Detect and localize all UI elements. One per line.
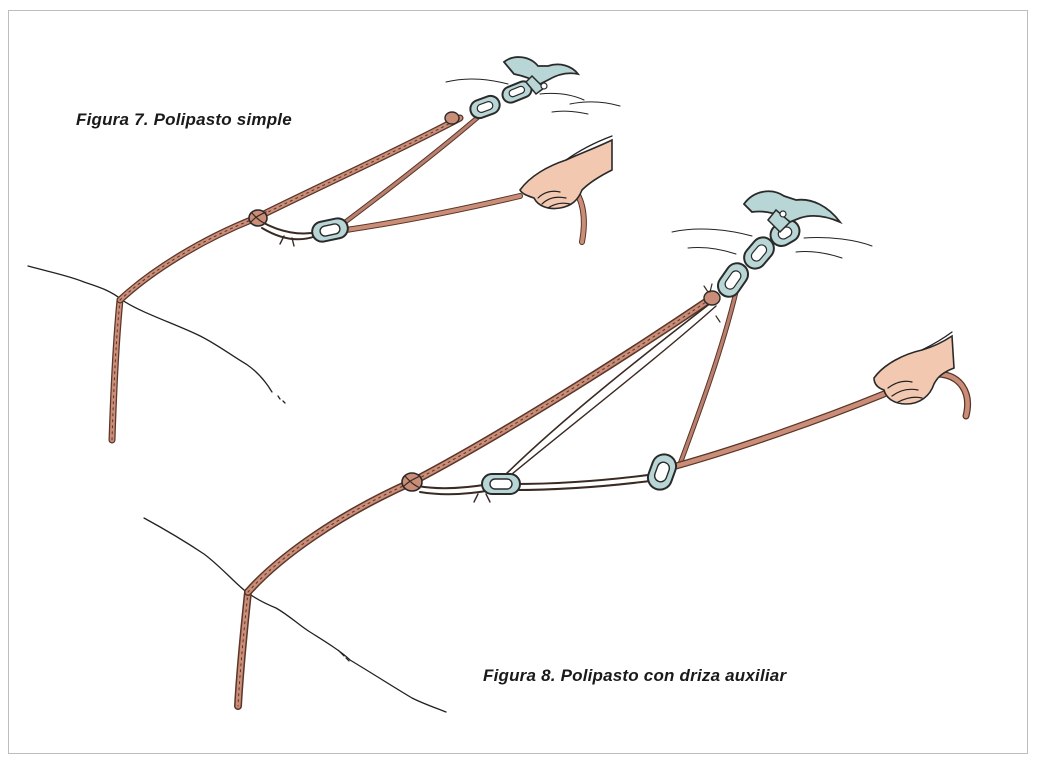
hand-icon [874, 332, 954, 404]
anchor-carabiners-8 [704, 216, 803, 322]
carabiner-icon [310, 216, 349, 243]
prusik-sling-8 [418, 484, 492, 494]
figure-8-drawing [144, 191, 968, 712]
prusik-sling-7 [262, 222, 318, 239]
figure-8-caption: Figura 8. Polipasto con driza auxiliar [483, 666, 786, 686]
knot-icon [249, 210, 267, 226]
cliff-edge-7 [28, 266, 285, 403]
carabiner-icon [482, 474, 520, 494]
auxiliary-cord-8 [500, 302, 712, 480]
anchor-carabiners-7 [445, 79, 534, 124]
knot-icon [402, 473, 422, 491]
figure-7-caption: Figura 7. Polipasto simple [76, 110, 292, 130]
hand-icon [520, 136, 612, 209]
carabiner-icon [645, 451, 680, 493]
